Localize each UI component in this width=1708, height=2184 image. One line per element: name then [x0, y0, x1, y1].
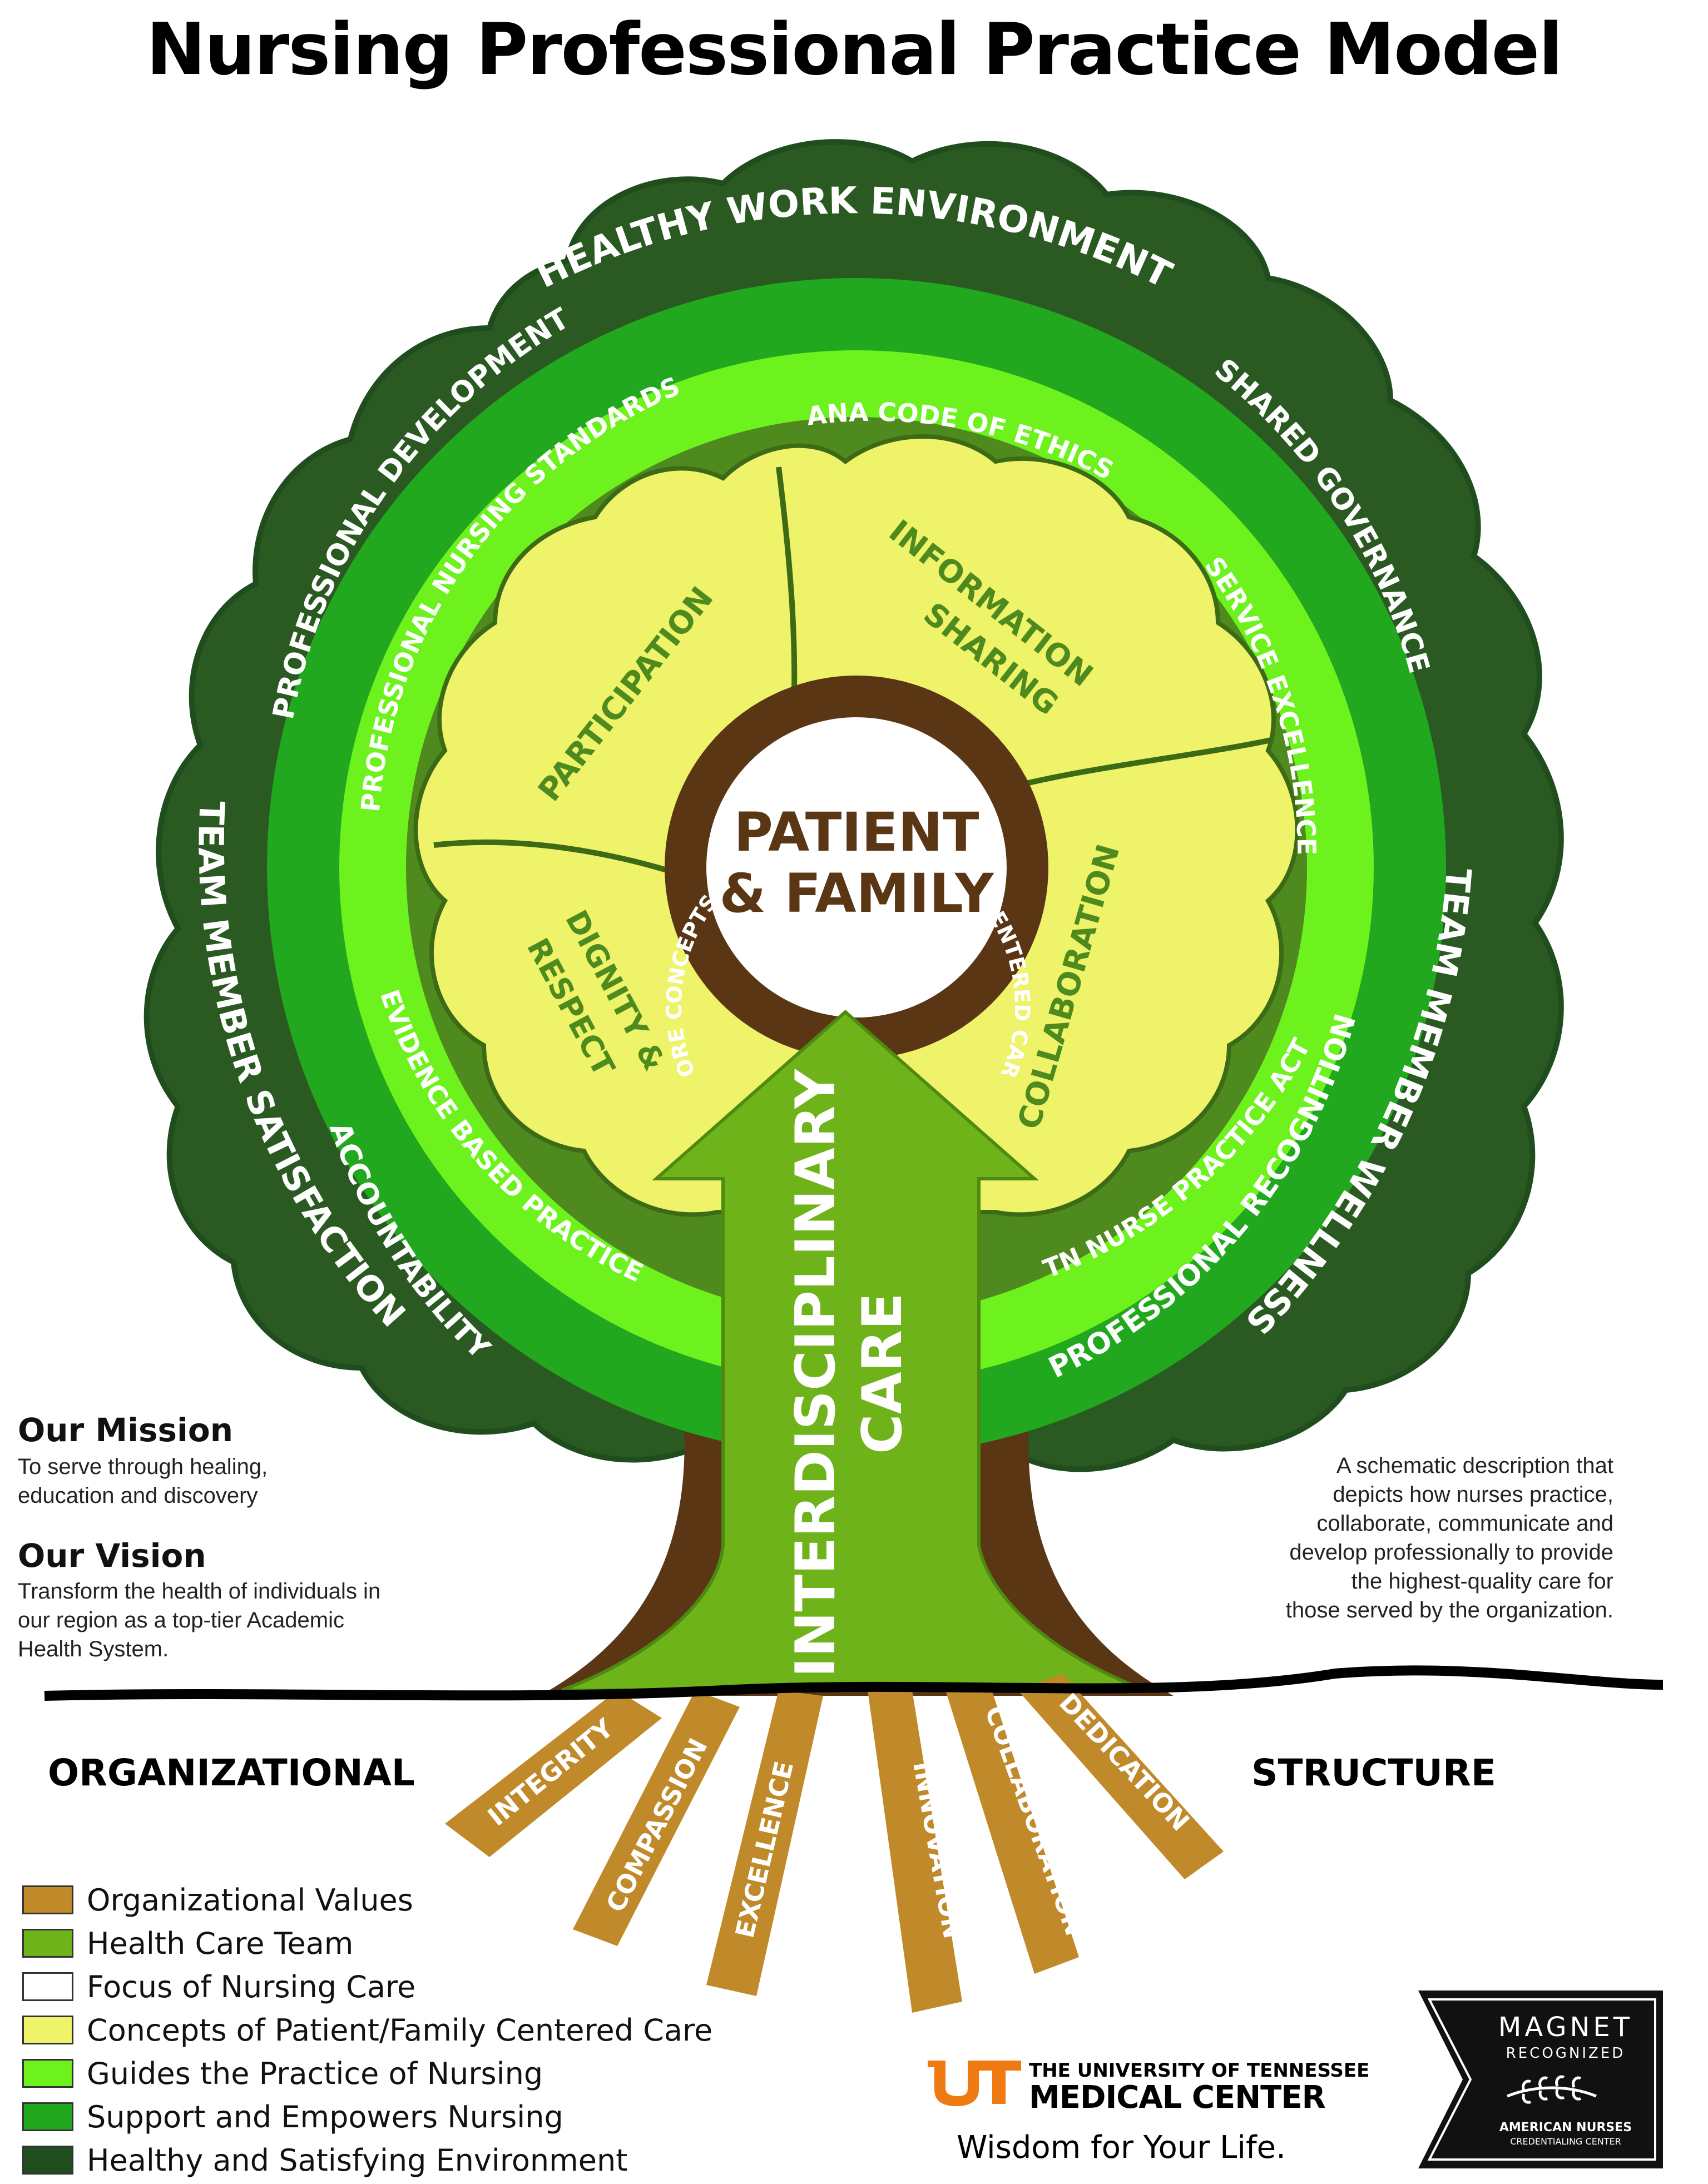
mission-heading: Our Mission: [18, 1411, 234, 1449]
legend-item: Health Care Team: [22, 1922, 712, 1965]
root-label-dedication: DEDICATION: [1053, 1687, 1196, 1837]
magnet-badge-shape: [1418, 1991, 1663, 2168]
description-line: the highest-quality care for: [1351, 1569, 1613, 1594]
legend-label: Healthy and Satisfying Environment: [87, 2142, 628, 2178]
logo-university-line: THE UNIVERSITY OF TENNESSEE: [1029, 2059, 1370, 2082]
ut-mark-icon: [928, 2061, 1021, 2106]
mission-line: To serve through healing,: [18, 1455, 268, 1479]
logo-medical-center-line: MEDICAL CENTER: [1029, 2079, 1326, 2116]
vision-line: Health System.: [18, 1637, 169, 1661]
legend-item: Concepts of Patient/Family Centered Care: [22, 2008, 712, 2052]
legend-label: Concepts of Patient/Family Centered Care: [87, 2012, 713, 2048]
structure-label: STRUCTURE: [1251, 1751, 1496, 1794]
model-description: A schematic description that depicts how…: [1213, 1451, 1613, 1625]
vision-text: Transform the health of individuals in o…: [18, 1577, 380, 1664]
ground-line: [44, 1665, 1664, 1701]
laurel-icon: [1507, 2075, 1597, 2104]
legend-label: Guides the Practice of Nursing: [87, 2056, 543, 2091]
legend-label: Support and Empowers Nursing: [87, 2099, 563, 2135]
label-care: CARE: [851, 1293, 914, 1454]
badge-recognized-text: RECOGNIZED: [1506, 2045, 1626, 2062]
legend-swatch: [22, 1972, 73, 2001]
root-compassion: [573, 1690, 740, 1946]
legend: Organizational Values Health Care Team F…: [22, 1878, 712, 2182]
focus-circle: [706, 717, 1007, 1017]
mission-text: To serve through healing, education and …: [18, 1452, 268, 1510]
legend-item: Guides the Practice of Nursing: [22, 2052, 712, 2095]
legend-swatch: [22, 1885, 73, 1914]
description-line: A schematic description that: [1336, 1453, 1613, 1478]
vision-line: our region as a top-tier Academic: [18, 1608, 344, 1632]
organizational-label: ORGANIZATIONAL: [48, 1751, 415, 1794]
root-label-integrity: INTEGRITY: [482, 1713, 620, 1831]
description-line: develop professionally to provide: [1289, 1540, 1613, 1565]
description-line: depicts how nurses practice,: [1333, 1482, 1613, 1507]
root-collaboration: [945, 1685, 1079, 1974]
magnet-badge: MAGNET RECOGNIZED AMERICAN NURSES CREDEN…: [1413, 1985, 1669, 2174]
badge-ana-text: AMERICAN NURSES: [1499, 2121, 1632, 2135]
legend-item: Support and Empowers Nursing: [22, 2095, 712, 2138]
vision-heading: Our Vision: [18, 1537, 206, 1575]
legend-item: Focus of Nursing Care: [22, 1965, 712, 2008]
badge-magnet-text: MAGNET: [1498, 2012, 1633, 2043]
concept-divider: [1000, 737, 1275, 792]
root-dedication: [1018, 1674, 1224, 1879]
legend-swatch: [22, 2059, 73, 2088]
legend-item: Organizational Values: [22, 1878, 712, 1922]
vision-line: Transform the health of individuals in: [18, 1579, 381, 1604]
logo-tagline: Wisdom for Your Life.: [957, 2130, 1286, 2166]
root-innovation: [868, 1690, 962, 2013]
description-line: collaborate, communicate and: [1316, 1511, 1613, 1536]
legend-label: Health Care Team: [87, 1925, 354, 1961]
legend-swatch: [22, 2146, 73, 2175]
legend-item: Healthy and Satisfying Environment: [22, 2138, 712, 2182]
description-line: those served by the organization.: [1285, 1598, 1613, 1622]
badge-credentialing-text: CREDENTIALING CENTER: [1510, 2136, 1621, 2147]
label-and-family: & FAMILY: [720, 862, 994, 925]
page-title: Nursing Professional Practice Model: [146, 8, 1563, 91]
root-excellence: [706, 1690, 823, 1996]
legend-swatch: [22, 2016, 73, 2044]
legend-label: Focus of Nursing Care: [87, 1969, 416, 2004]
ut-medical-center-logo: THE UNIVERSITY OF TENNESSEE MEDICAL CENT…: [923, 2057, 1379, 2168]
legend-label: Organizational Values: [87, 1882, 413, 1918]
roots: [445, 1674, 1224, 2013]
root-integrity: [445, 1690, 662, 1857]
label-interdisciplinary: INTERDISCIPLINARY: [784, 1069, 848, 1677]
legend-swatch: [22, 1929, 73, 1958]
legend-swatch: [22, 2102, 73, 2131]
mission-line: education and discovery: [18, 1483, 258, 1508]
label-patient: PATIENT: [734, 801, 979, 863]
